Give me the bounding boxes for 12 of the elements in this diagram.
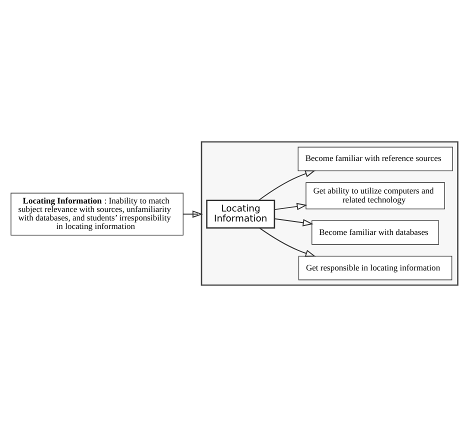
node-box: Become familiar with reference sources — [298, 146, 453, 172]
arrow — [259, 228, 316, 257]
arrow — [274, 218, 314, 226]
node-box: Get ability to utilize computers and related technology — [306, 182, 445, 210]
arrow — [258, 170, 316, 201]
node-box: Get responsible in locating information — [298, 256, 452, 280]
arrow — [182, 210, 204, 218]
node-box: Become familiar with databases — [312, 220, 440, 245]
node-box: Locating Information: Inability to match subject relevance with sources, unfamiliarity with databases, and students’ irresponsibility in locating information — [10, 192, 184, 236]
node-box: Locating Information — [206, 200, 276, 229]
arrow — [274, 202, 308, 210]
cluster — [200, 141, 458, 286]
